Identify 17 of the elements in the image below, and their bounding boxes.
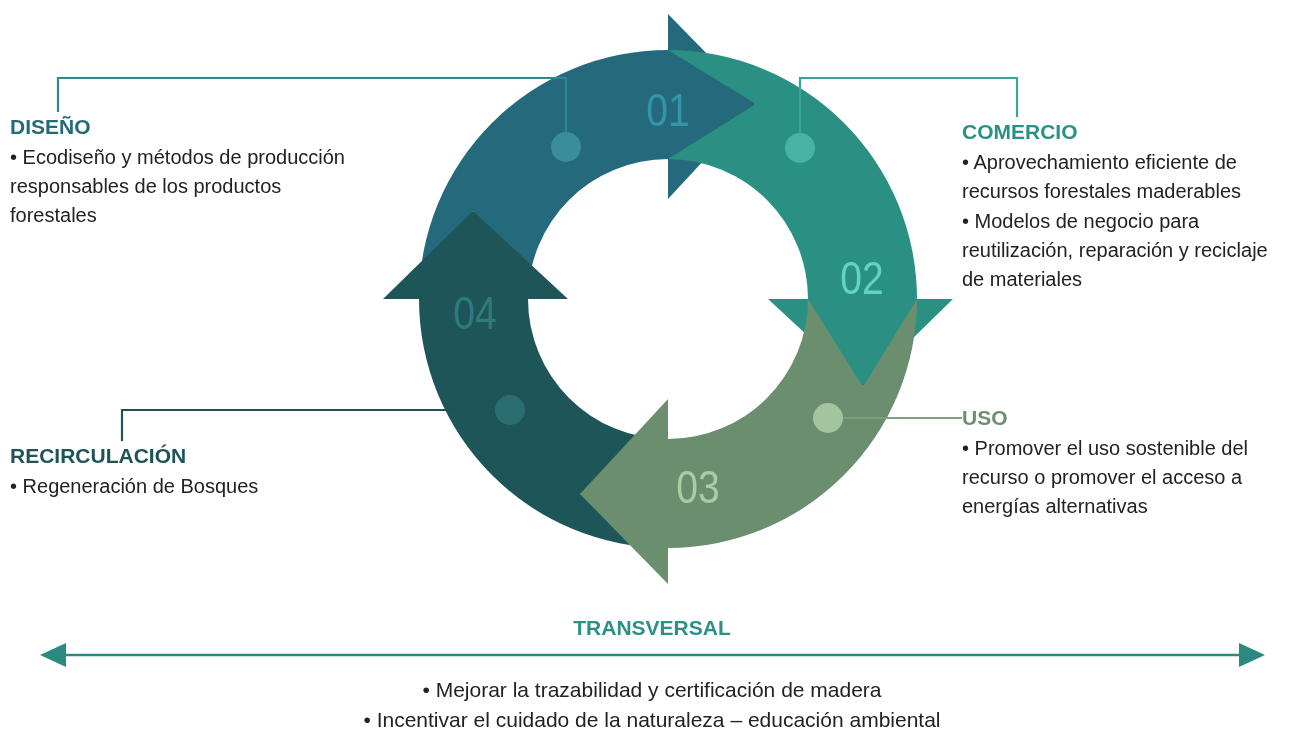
section-heading: USO xyxy=(962,405,1009,431)
step-number: 02 xyxy=(840,253,884,303)
bullet-text: • Modelos de negocio para reutilización, reparación y reciclaje de materiales xyxy=(962,209,1269,292)
leader-line xyxy=(843,416,962,420)
leader-line xyxy=(56,76,568,132)
bullet-text: • Promover el uso sostenible del recurso o promover el acceso a energías alternativas xyxy=(962,436,1250,519)
bullet-text: • Incentivar el cuidado de la naturaleza – educación ambiental xyxy=(363,708,941,732)
section-heading: TRANSVERSAL xyxy=(573,616,731,640)
step-number: 03 xyxy=(676,462,720,512)
bullet-text: • Aprovechamiento eficiente de recursos forestales maderables xyxy=(962,150,1242,204)
bullet-text: • Mejorar la trazabilidad y certificación de madera xyxy=(422,678,882,702)
bullet-text: • Ecodiseño y métodos de producción responsables de los productos forestales xyxy=(10,145,346,228)
section-heading: RECIRCULACIÓN xyxy=(10,443,188,469)
section-heading: DISEÑO xyxy=(10,114,92,140)
section-heading: COMERCIO xyxy=(962,119,1079,145)
leader-line xyxy=(798,76,1019,133)
bullet-text: • Regeneración de Bosques xyxy=(10,474,260,499)
